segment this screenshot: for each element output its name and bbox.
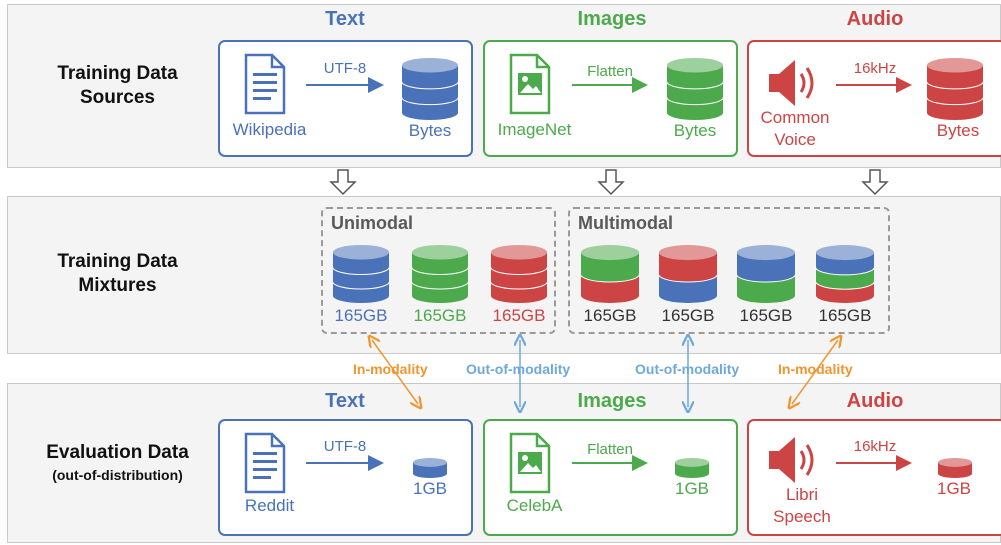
- database-icon: [411, 245, 469, 303]
- mixture-size-label: 165GB: [583, 306, 637, 325]
- unimodal-label: Unimodal: [331, 213, 414, 233]
- in-modality-label: In-modality: [353, 361, 428, 377]
- eval-text-title: Text: [325, 390, 365, 412]
- text-output-label: Bytes: [408, 121, 452, 140]
- images-source-name: ImageNet: [497, 120, 572, 139]
- mixture-size-label: 165GB: [818, 306, 872, 325]
- database-icon: [736, 245, 796, 303]
- eval-images-source-name: CelebA: [506, 496, 563, 515]
- evaluation-label-line2: (out-of-distribution): [52, 467, 183, 483]
- training-mixtures-label-line2: Mixtures: [78, 275, 157, 296]
- database-icon: [938, 458, 972, 478]
- database-icon: [926, 58, 984, 121]
- audio-output-label: Bytes: [936, 121, 980, 140]
- text-title: Text: [325, 8, 365, 30]
- eval-images-output-label: 1GB: [674, 479, 710, 498]
- database-icon: [815, 245, 875, 303]
- mixture-size-label: 165GB: [492, 306, 546, 325]
- mixture-size-label: 165GB: [413, 306, 467, 325]
- training-sources-label-line1: Training Data: [57, 63, 178, 84]
- images-title: Images: [577, 8, 647, 30]
- database-icon: [401, 58, 459, 121]
- images-encoding-label: Flatten: [587, 63, 633, 80]
- evaluation-label: Evaluation Data (out-of-distribution): [15, 441, 220, 485]
- eval-text-encoding-label: UTF-8: [323, 438, 367, 455]
- in-modality-label: In-modality: [778, 361, 853, 377]
- multimodal-label: Multimodal: [578, 213, 673, 233]
- audio-source-line1: Common: [760, 108, 830, 127]
- document-icon: [244, 432, 286, 494]
- out-of-modality-label: Out-of-modality: [635, 361, 740, 377]
- eval-audio-title: Audio: [846, 390, 904, 412]
- database-icon: [580, 245, 640, 303]
- training-mixtures-label: Training Data Mixtures: [20, 250, 215, 298]
- database-icon: [413, 458, 447, 478]
- multimodal-group: [568, 207, 890, 334]
- mixture-size-label: 165GB: [739, 306, 793, 325]
- eval-audio-encoding-label: 16kHz: [853, 438, 897, 455]
- database-icon: [332, 245, 390, 303]
- database-icon: [666, 58, 724, 121]
- eval-audio-output-label: 1GB: [936, 479, 972, 498]
- audio-encoding-label: 16kHz: [853, 60, 897, 77]
- speaker-icon: [769, 60, 814, 106]
- unimodal-group: [321, 207, 556, 334]
- eval-audio-source-line1: Libri: [785, 485, 819, 504]
- image-file-icon: [509, 432, 551, 494]
- eval-audio-source-line2: Speech: [773, 507, 831, 526]
- database-icon: [675, 458, 709, 478]
- database-icon: [658, 245, 718, 303]
- training-sources-label: Training Data Sources: [20, 62, 215, 110]
- eval-audio-source-name: Libri Speech: [757, 484, 847, 528]
- out-of-modality-label: Out-of-modality: [466, 361, 571, 377]
- evaluation-label-line1: Evaluation Data: [46, 442, 189, 463]
- mixture-size-label: 165GB: [334, 306, 388, 325]
- training-mixtures-label-line1: Training Data: [57, 251, 178, 272]
- audio-source-name: Common Voice: [750, 107, 840, 151]
- text-encoding-label: UTF-8: [323, 60, 367, 77]
- mixture-size-label: 165GB: [661, 306, 715, 325]
- images-output-label: Bytes: [673, 121, 717, 140]
- database-icon: [490, 245, 548, 303]
- eval-images-encoding-label: Flatten: [587, 441, 633, 458]
- audio-source-line2: Voice: [774, 130, 816, 149]
- eval-text-source-name: Reddit: [244, 496, 295, 515]
- audio-title: Audio: [846, 8, 904, 30]
- document-icon: [244, 53, 286, 115]
- eval-images-title: Images: [577, 390, 647, 412]
- down-arrow-icon: [329, 169, 889, 196]
- speaker-icon: [769, 437, 814, 483]
- image-file-icon: [509, 53, 551, 115]
- training-sources-label-line2: Sources: [80, 87, 155, 108]
- text-source-name: Wikipedia: [232, 120, 307, 139]
- eval-text-output-label: 1GB: [412, 479, 448, 498]
